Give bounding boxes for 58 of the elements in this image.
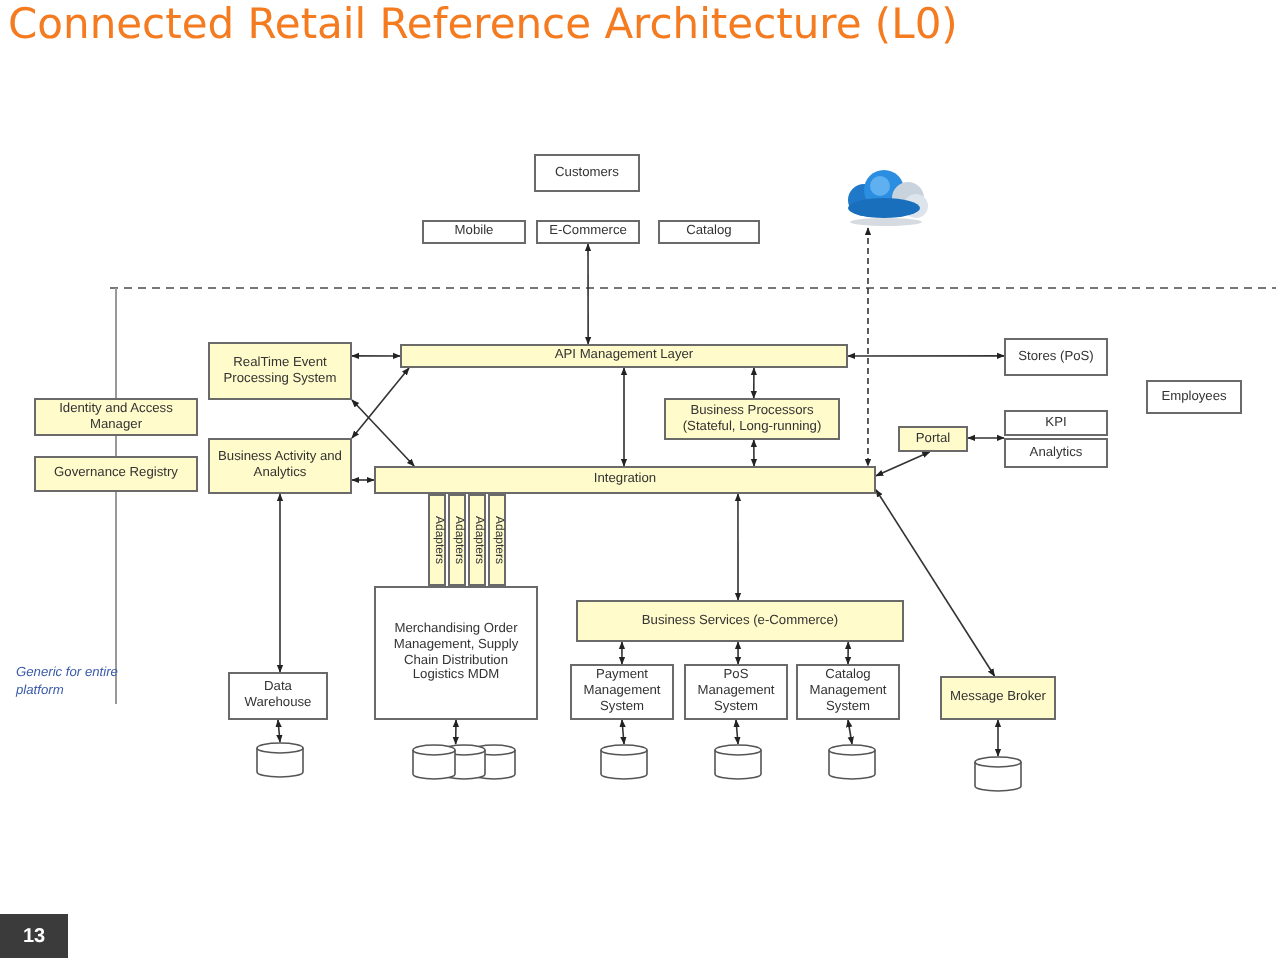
component-box: [208, 342, 352, 400]
connector-arrow: [875, 451, 931, 477]
connector-arrow: [734, 641, 742, 665]
component-box: [34, 456, 198, 492]
database-cylinder: [256, 742, 304, 778]
connector-arrow: [351, 367, 410, 439]
slide-title: Connected Retail Reference Architecture (L0): [8, 0, 960, 48]
page-number: 13: [0, 914, 68, 958]
system-box: [228, 672, 328, 720]
connector-arrow: [875, 489, 996, 677]
system-box: [534, 154, 640, 192]
connector-arrow: [733, 719, 741, 745]
component-box: [488, 494, 506, 586]
component-box: [448, 494, 466, 586]
connector-arrow: [967, 434, 1005, 442]
connector-arrow: [351, 476, 375, 484]
component-box: [898, 426, 968, 452]
connector-arrow: [846, 719, 854, 745]
system-box: [1004, 410, 1108, 436]
connector-arrow: [351, 352, 401, 360]
system-box: [796, 664, 900, 720]
connector-arrow: [844, 641, 852, 665]
connector-arrow: [734, 493, 742, 601]
connector-arrow: [275, 719, 283, 743]
component-box: [208, 438, 352, 494]
component-box: [428, 494, 446, 586]
database-cylinder: [600, 744, 648, 780]
connector-arrow: [750, 439, 758, 467]
component-box: [576, 600, 904, 642]
system-box: [422, 220, 526, 244]
component-box: [34, 398, 198, 436]
database-cylinder: [714, 744, 762, 780]
connector-arrow: [750, 367, 758, 399]
connector-arrow: [351, 399, 415, 467]
component-box: [400, 344, 848, 368]
system-box: [536, 220, 640, 244]
system-box: [684, 664, 788, 720]
connector-arrow: [618, 641, 626, 665]
connector-arrow: [864, 227, 872, 467]
connector-arrow: [584, 243, 592, 345]
database-cylinder: [828, 744, 876, 780]
system-box: [570, 664, 674, 720]
connector-arrow: [619, 719, 627, 745]
system-box: [374, 586, 538, 720]
component-box: [374, 466, 876, 494]
connector-arrow: [847, 352, 1005, 360]
database-cylinder: [974, 756, 1022, 792]
component-box: [940, 676, 1056, 720]
connector-arrow: [276, 493, 284, 673]
system-box: [658, 220, 760, 244]
system-box: [1004, 438, 1108, 468]
connector-arrow: [620, 367, 628, 467]
system-box: [1004, 338, 1108, 376]
connector-arrow: [994, 719, 1002, 757]
component-box: [664, 398, 840, 440]
component-box: [468, 494, 486, 586]
system-box: [1146, 380, 1242, 414]
connector-arrow: [452, 719, 460, 745]
